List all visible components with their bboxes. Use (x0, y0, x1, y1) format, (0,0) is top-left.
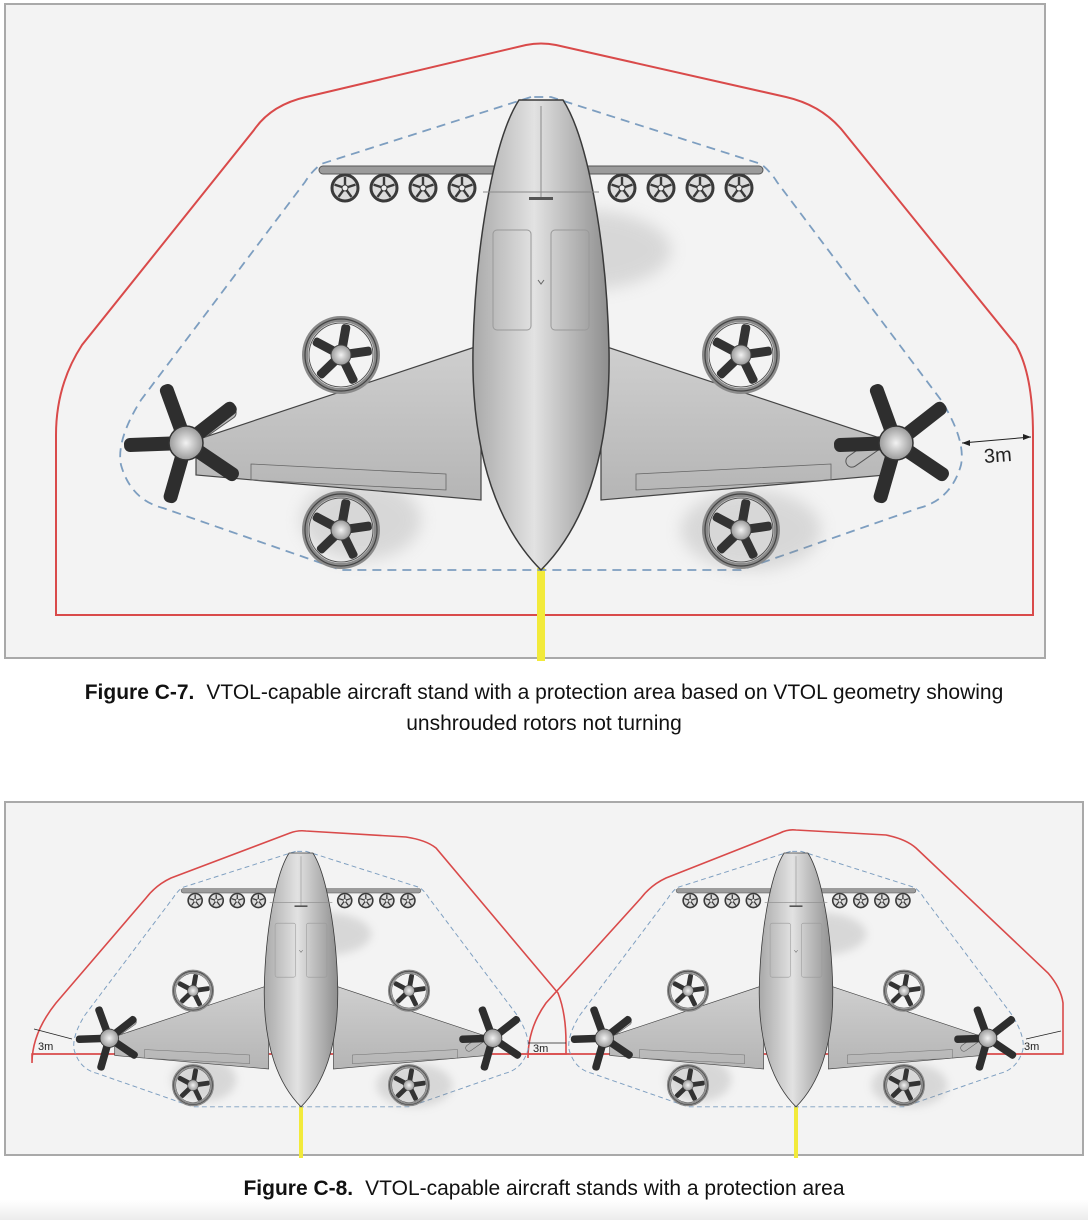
page-bottom-edge (0, 1200, 1088, 1220)
figure-c7-caption: Figure C-7. VTOL-capable aircraft stand w… (0, 677, 1088, 739)
dimension-label-3m-left: 3m (38, 1041, 54, 1053)
figure-label: Figure C-8. (243, 1177, 354, 1200)
dimension-label-3m: 3m (983, 444, 1013, 468)
figure-c8-caption: Figure C-8. VTOL-capable aircraft stands … (0, 1173, 1088, 1204)
vtol-aircraft-right (568, 850, 1024, 1108)
caption-text-line2: unshrouded rotors not turning (406, 712, 682, 735)
caption-text: VTOL-capable aircraft stand with a prote… (206, 681, 1004, 704)
vtol-aircraft (119, 96, 963, 571)
figure-c7-diagram: 3m (4, 3, 1046, 661)
figure-label: Figure C-7. (84, 681, 195, 704)
vtol-aircraft-left (73, 850, 529, 1108)
stand-diagram-c7 (55, 42, 1034, 661)
stand-diagram-c8 (31, 829, 1064, 1158)
protection-area-outline-right (527, 829, 1064, 1059)
clearance-dimension-3m (961, 434, 1032, 446)
stand-centreline-left (299, 1106, 303, 1158)
caption-text: VTOL-capable aircraft stands with a prot… (365, 1177, 845, 1200)
stand-centreline (537, 568, 545, 661)
protection-area-outline-left (31, 829, 567, 1064)
figure-c8-diagram: 3m 3m 3m (4, 801, 1084, 1158)
dimension-label-3m-between: 3m (533, 1043, 549, 1055)
protection-area-outline (55, 42, 1034, 616)
dimension-label-3m-right: 3m (1024, 1041, 1040, 1053)
stand-centreline-right (794, 1106, 798, 1158)
